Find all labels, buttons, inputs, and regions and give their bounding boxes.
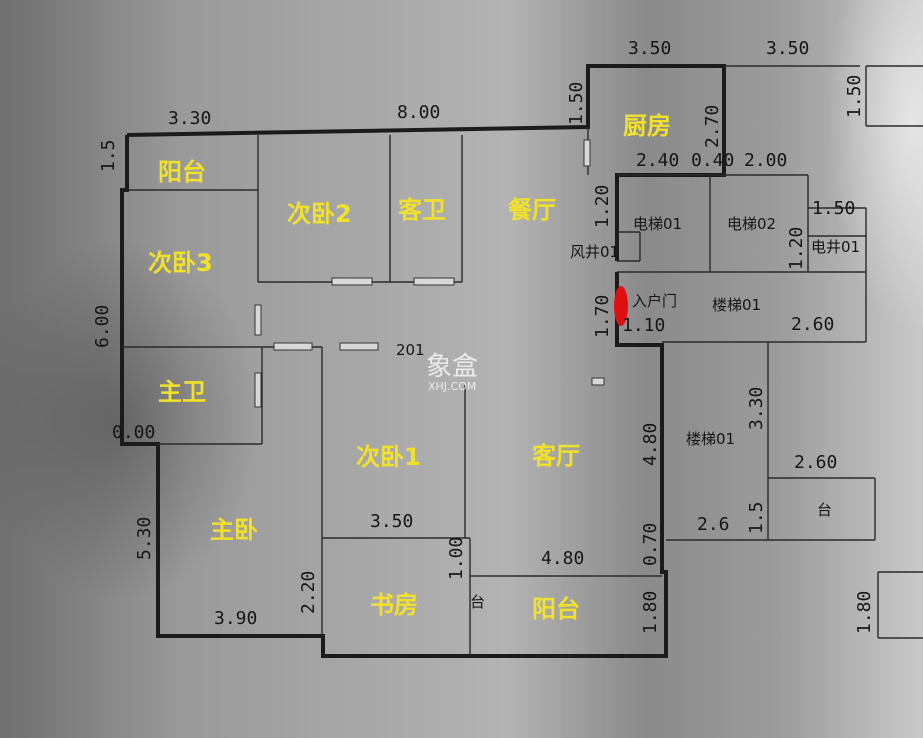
dim-040: 0.40	[691, 150, 734, 171]
dim-100: 1.00	[446, 537, 467, 580]
dim-150-elev: 1.50	[812, 198, 855, 219]
dim-530: 5.30	[134, 517, 155, 560]
label-unit-number: 201	[396, 341, 425, 359]
dim-170: 1.70	[592, 295, 613, 338]
dim-070: 0.70	[640, 523, 661, 566]
label-platform1: 台	[470, 593, 485, 611]
room-guest-bath: 客卫	[398, 196, 446, 224]
room-labels: 阳台 次卧3 次卧2 客卫 餐厅 厨房 主卫 次卧1 客厅 主卧 书房 阳台	[148, 112, 671, 623]
room-dining: 餐厅	[508, 196, 556, 224]
dim-330-stair: 3.30	[746, 387, 767, 430]
room-master-bath: 主卫	[158, 378, 206, 406]
dim-side-top: 1.5	[98, 139, 119, 172]
small-labels: 201 电梯01 电梯02 电井01 风井01 楼梯01 楼梯01 入户门 台 …	[396, 215, 860, 611]
dim-150-kitchen: 1.50	[566, 82, 587, 125]
entry-door-marker	[614, 286, 628, 326]
dim-480-v: 4.80	[640, 423, 661, 466]
room-balcony-s: 阳台	[532, 595, 580, 623]
room-living: 客厅	[532, 442, 580, 470]
dim-120-a: 1.20	[592, 185, 613, 228]
inner-walls	[122, 65, 923, 656]
label-electric-shaft: 电井01	[811, 238, 860, 256]
label-elevator2: 电梯02	[727, 215, 776, 233]
watermark-cn: 象盒	[426, 352, 478, 382]
label-entry-door: 入户门	[632, 292, 677, 310]
label-stair1: 楼梯01	[712, 296, 761, 314]
dim-top-350-a: 3.50	[628, 38, 671, 59]
room-kitchen: 厨房	[623, 112, 671, 140]
windows	[254, 139, 605, 408]
dim-top-350-b: 3.50	[766, 38, 809, 59]
dim-270: 2.70	[702, 105, 723, 148]
dim-600: 6.00	[92, 305, 113, 348]
dim-000: 0.00	[112, 422, 155, 443]
dim-800: 8.00	[397, 102, 440, 123]
dimension-labels: 3.50 3.50 3.30 8.00 2.40 0.40 2.00 1.50 …	[92, 38, 875, 634]
room-bedroom1: 次卧1	[356, 443, 421, 471]
label-elevator1: 电梯01	[633, 215, 682, 233]
dim-260-b: 2.60	[794, 452, 837, 473]
dim-110: 1.10	[622, 315, 665, 336]
room-bedroom3: 次卧3	[148, 249, 213, 277]
dim-120-b: 1.20	[786, 227, 807, 270]
dim-240: 2.40	[636, 150, 679, 171]
dim-180-a: 1.80	[640, 591, 661, 634]
dim-220: 2.20	[298, 571, 319, 614]
dim-330: 3.30	[168, 108, 211, 129]
room-master-bedroom: 主卧	[210, 516, 258, 544]
dim-180-b: 1.80	[854, 591, 875, 634]
outer-walls	[120, 64, 726, 658]
dim-15: 1.5	[746, 501, 767, 534]
dim-350-mid: 3.50	[370, 511, 413, 532]
dim-26: 2.6	[697, 514, 730, 535]
room-study: 书房	[370, 591, 418, 619]
dim-200: 2.00	[744, 150, 787, 171]
dim-480-h: 4.80	[541, 548, 584, 569]
label-platform2: 台	[817, 501, 832, 519]
label-air-shaft: 风井01	[570, 243, 619, 261]
watermark: 象盒 XHJ.COM	[426, 352, 478, 393]
watermark-en: XHJ.COM	[428, 380, 476, 393]
label-stair2: 楼梯01	[686, 430, 735, 448]
room-balcony-nw: 阳台	[158, 158, 206, 186]
dim-390: 3.90	[214, 608, 257, 629]
dim-150-right: 1.50	[844, 75, 865, 118]
room-bedroom2: 次卧2	[287, 200, 352, 228]
dim-260-a: 2.60	[791, 314, 834, 335]
